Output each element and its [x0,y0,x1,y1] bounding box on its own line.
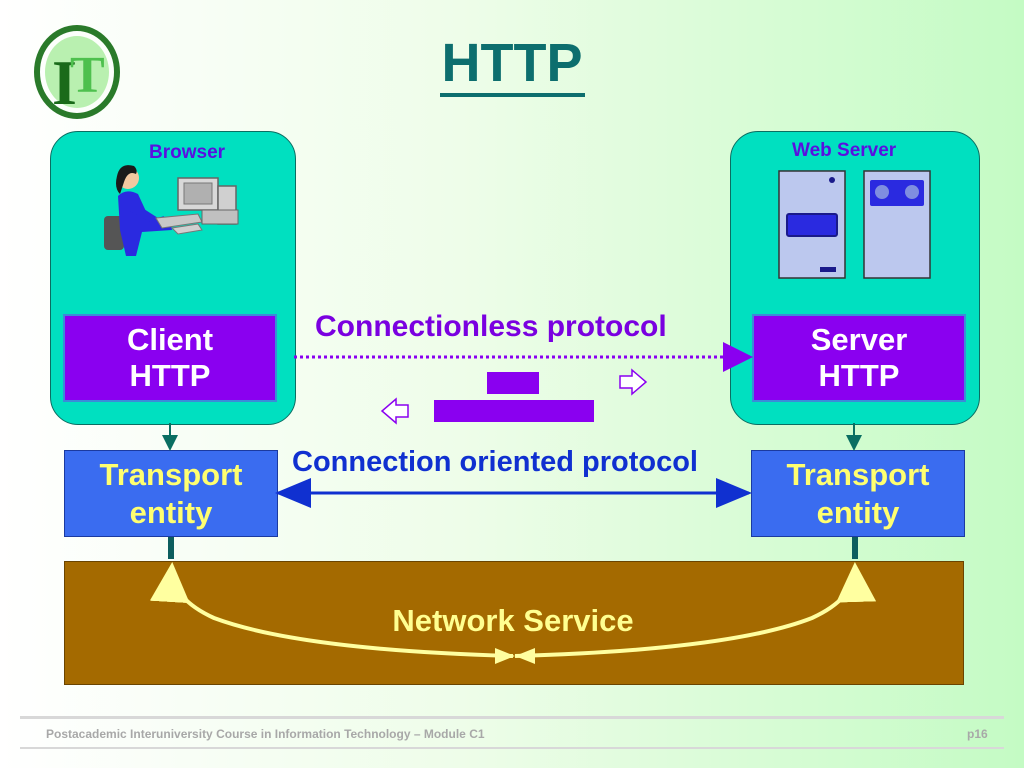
network-right-curve-arrowhead [515,648,535,664]
logo-graphic: I T [34,25,120,119]
network-service-label: Network Service [392,603,634,638]
web-server-illustration [778,170,932,280]
browser-user-illustration [98,160,248,265]
client-http-line-1: Client [126,322,214,357]
footer-rule-bottom [20,747,1004,749]
network-left-curve-arrowhead [495,648,515,664]
course-logo: I T [30,20,124,120]
footer-rule-top [20,716,1004,719]
network-left-curve-arrow [149,562,514,658]
server-http-box: Server HTTP [752,314,966,402]
client-http-box: Client HTTP [63,314,277,402]
slide-title: HTTP [0,32,1024,97]
network-right-curve-arrow [514,562,877,658]
client-network-stub [168,537,174,559]
client-host-label: Browser [149,142,226,163]
server-transport-entity: Transport entity [751,450,965,537]
footer-course-text: Postacademic Interuniversity Course in I… [46,727,485,741]
left-direction-arrow-icon [380,397,409,425]
network-service-box [64,561,964,685]
connection-oriented-protocol-label: Connection oriented protocol [292,446,698,478]
connectionless-protocol-label: Connectionless protocol [315,310,667,343]
svg-text:T: T [70,47,105,104]
server-network-stub [852,537,858,559]
client-http-line-2: HTTP [129,358,211,393]
right-direction-arrow-icon [619,368,648,396]
server-transport-line-2: entity [816,494,900,530]
footer-page-number: p16 [967,727,988,741]
server-transport-line-1: Transport [786,456,930,492]
server-host-label: Web Server [792,140,897,161]
response-packet [434,400,594,422]
client-transport-entity: Transport entity [64,450,278,537]
client-transport-line-2: entity [129,494,213,530]
svg-text:I: I [52,47,77,118]
request-packet [487,372,539,394]
server-http-line-1: Server [810,322,908,357]
client-transport-line-1: Transport [99,456,243,492]
server-http-line-2: HTTP [818,358,900,393]
